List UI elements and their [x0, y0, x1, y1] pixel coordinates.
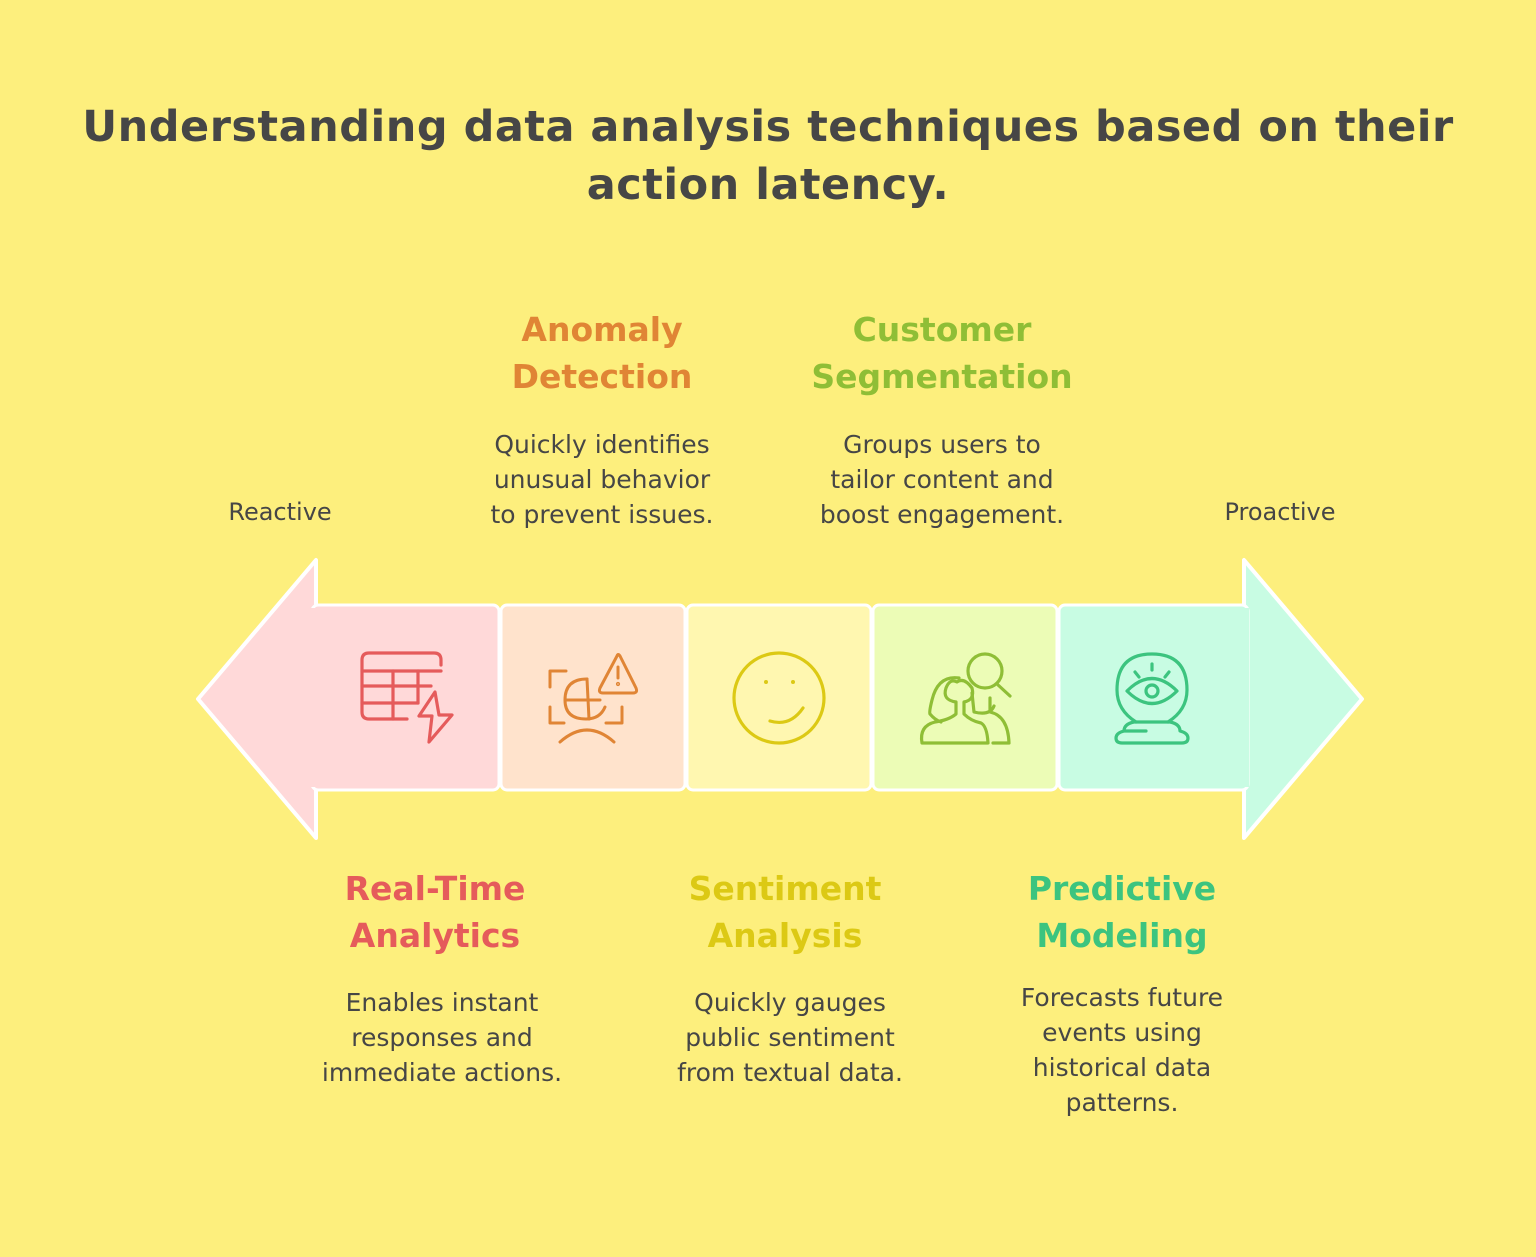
smiley-face-icon — [732, 651, 826, 745]
left-arrowhead — [196, 558, 318, 840]
sentiment-analysis-title: Sentiment Analysis — [688, 869, 882, 955]
sentiment-analysis-description: Quickly gauges public sentiment from tex… — [677, 988, 903, 1087]
segment-customer-segmentation — [871, 603, 1059, 792]
real-time-analytics-description: Enables instant responses and immediate … — [321, 988, 563, 1087]
customer-segmentation-description: Groups users to tailor content and boost… — [819, 430, 1065, 529]
crystal-ball-eye-icon — [1114, 652, 1190, 745]
proactive-label: Proactive — [1224, 498, 1336, 526]
anomaly-detection-title: Anomaly Detection — [511, 310, 693, 396]
users-search-icon — [919, 652, 1012, 745]
segment-real-time-analytics — [310, 603, 501, 792]
reactive-label: Reactive — [228, 498, 332, 526]
customer-segmentation-title: Customer Segmentation — [811, 310, 1073, 396]
real-time-analytics-title: Real-Time Analytics — [344, 869, 526, 955]
right-arrowhead — [1242, 558, 1364, 840]
predictive-modeling-description: Forecasts future events using historical… — [1020, 983, 1224, 1117]
table-lightning-icon — [360, 651, 454, 744]
predictive-modeling-title: Predictive Modeling — [1027, 869, 1217, 955]
anomaly-detection-description: Quickly identifies unusual behavior to p… — [490, 430, 714, 529]
page-title: Understanding data analysis techniques b… — [82, 102, 1454, 210]
face-scan-warning-icon — [548, 653, 639, 744]
segment-anomaly-detection — [499, 603, 687, 792]
segment-sentiment-analysis — [685, 603, 873, 792]
